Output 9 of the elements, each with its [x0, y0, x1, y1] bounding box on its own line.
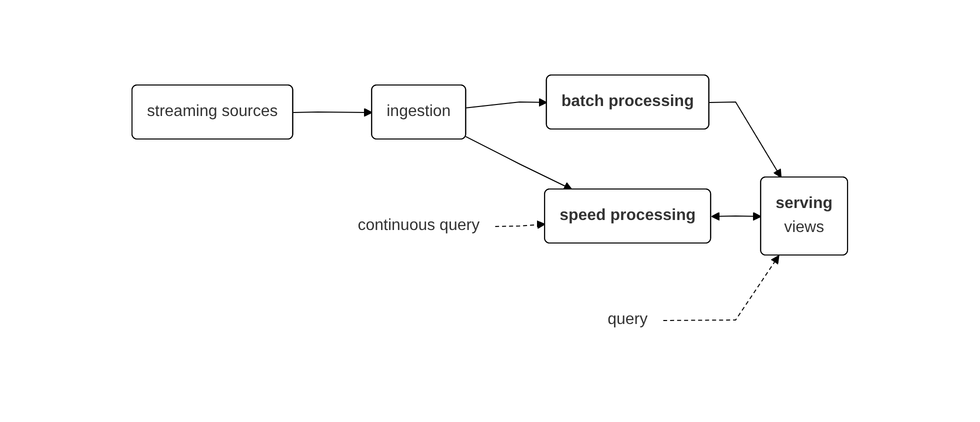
arrow: [494, 220, 546, 230]
arrow: [662, 255, 780, 321]
arrow: [465, 136, 573, 190]
node-text: continuous query: [358, 217, 480, 234]
arrow: [711, 212, 762, 221]
arrow: [466, 98, 548, 108]
arrow: [709, 102, 782, 178]
arrow: [292, 108, 373, 117]
node-text: query: [608, 311, 648, 328]
